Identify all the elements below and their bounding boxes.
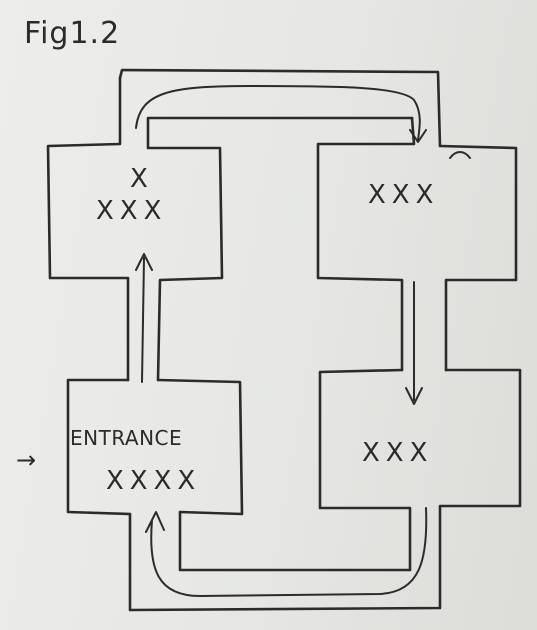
entrance-label: ENTRANCE (70, 426, 183, 450)
room-top-right-marks: XXX (368, 180, 440, 210)
figure-title: Fig1.2 (24, 16, 121, 51)
flow-arrow-top-loop (135, 85, 427, 143)
room-entrance-marks: XXXX (106, 466, 202, 496)
flow-arrow-up (135, 253, 153, 383)
flow-arrow-bottom-loop (145, 507, 428, 597)
room-bottom-right-outline (128, 368, 522, 612)
entry-arrow-icon: → (16, 446, 37, 474)
flow-arrow-down (405, 281, 423, 405)
corridor-top-outer (118, 68, 442, 148)
room-bottom-right-marks: XXX (362, 438, 434, 468)
room-entrance-outline (66, 378, 244, 516)
room-top-left-outline (46, 76, 414, 382)
room-top-left-marks-bottom: XXX (96, 196, 168, 226)
room-top-right-outline (316, 116, 518, 372)
hat-mark (449, 151, 471, 159)
room-top-left-marks-top: X (130, 164, 154, 194)
